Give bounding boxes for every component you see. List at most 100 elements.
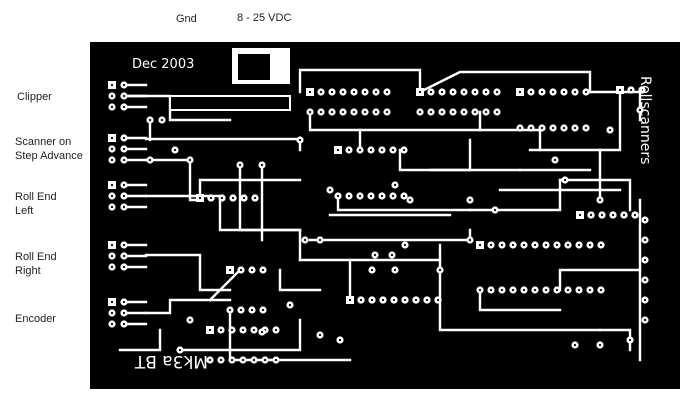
pad-hole xyxy=(566,243,570,247)
pad-hole xyxy=(436,298,440,302)
pad-hole xyxy=(588,243,592,247)
pad-hole xyxy=(551,90,555,94)
pad-hole xyxy=(468,198,472,202)
pad-hole xyxy=(122,158,126,162)
pad-hole xyxy=(347,148,351,152)
pad-hole xyxy=(238,163,242,167)
pad-hole xyxy=(341,110,345,114)
pad-hole xyxy=(408,198,412,202)
pad-hole xyxy=(438,268,442,272)
trace xyxy=(238,163,302,262)
pad-hole xyxy=(643,318,647,322)
pad-hole xyxy=(363,90,367,94)
pad-hole xyxy=(220,196,224,200)
pad-hole xyxy=(588,288,592,292)
pad-hole xyxy=(160,118,164,122)
pad-hole xyxy=(618,88,622,92)
pad-hole xyxy=(451,90,455,94)
trace xyxy=(398,148,522,172)
pad-hole xyxy=(241,358,245,362)
trace xyxy=(418,70,592,94)
pad-hole xyxy=(562,90,566,94)
trace xyxy=(558,268,642,292)
board-brand-text: Rollscanners xyxy=(637,76,653,164)
pad-hole xyxy=(573,90,577,94)
pad-hole xyxy=(263,358,267,362)
pad-hole xyxy=(393,268,397,272)
pad-hole xyxy=(336,194,340,198)
pad-hole xyxy=(110,300,114,304)
pad-hole xyxy=(230,328,234,332)
pad-hole xyxy=(633,213,637,217)
pad-hole xyxy=(566,288,570,292)
pad-hole xyxy=(643,258,647,262)
pad-hole xyxy=(478,288,482,292)
pad-hole xyxy=(440,110,444,114)
pad-hole xyxy=(540,126,544,130)
pad-hole xyxy=(178,348,182,352)
pad-hole xyxy=(643,298,647,302)
pad-hole xyxy=(219,328,223,332)
pad-hole xyxy=(643,218,647,222)
trace xyxy=(298,68,422,94)
pad-hole xyxy=(489,288,493,292)
pad-hole xyxy=(188,318,192,322)
pad-hole xyxy=(303,238,307,242)
pad-hole xyxy=(370,298,374,302)
pad-hole xyxy=(518,126,522,130)
trace xyxy=(558,178,632,212)
pad-hole xyxy=(347,194,351,198)
pad-hole xyxy=(402,194,406,198)
pad-hole xyxy=(529,90,533,94)
pad-hole xyxy=(478,243,482,247)
pad-hole xyxy=(391,194,395,198)
pad-hole xyxy=(540,90,544,94)
pad-hole xyxy=(484,90,488,94)
pad-hole xyxy=(219,358,223,362)
pad-hole xyxy=(578,213,582,217)
pad-hole xyxy=(390,253,394,257)
pad-hole xyxy=(544,288,548,292)
trace xyxy=(198,178,302,200)
pad-hole xyxy=(358,148,362,152)
trace xyxy=(598,88,622,152)
pad-hole xyxy=(330,110,334,114)
pad-hole xyxy=(573,126,577,130)
pad-hole xyxy=(288,303,292,307)
pad-hole xyxy=(551,126,555,130)
pad-hole xyxy=(429,110,433,114)
pad-hole xyxy=(544,243,548,247)
roll-end-right-label-line1: Roll End xyxy=(15,251,57,263)
trace xyxy=(208,268,242,302)
board-model-text: Mk3a BT xyxy=(134,351,208,371)
pad-hole xyxy=(529,126,533,130)
pad-hole xyxy=(573,343,577,347)
pad-hole xyxy=(363,110,367,114)
pad-hole xyxy=(402,148,406,152)
pad-hole xyxy=(643,278,647,282)
pad-hole xyxy=(338,338,342,342)
clipper-label: Clipper xyxy=(17,91,52,103)
pad-hole xyxy=(208,358,212,362)
pad-hole xyxy=(110,311,114,315)
pad-hole xyxy=(230,358,234,362)
pad-hole xyxy=(122,147,126,151)
pad-hole xyxy=(370,268,374,272)
pad-hole xyxy=(242,196,246,200)
trace xyxy=(178,318,302,352)
pad-hole xyxy=(555,288,559,292)
pad-hole xyxy=(489,243,493,247)
pad-hole xyxy=(414,298,418,302)
pad-hole xyxy=(252,328,256,332)
pad-hole xyxy=(348,298,352,302)
pad-hole xyxy=(473,90,477,94)
roll-end-left-label-line2: Left xyxy=(15,205,34,217)
pad-hole xyxy=(122,254,126,258)
pad-hole xyxy=(148,118,152,122)
pad-hole xyxy=(261,308,265,312)
pad-hole xyxy=(252,358,256,362)
pad-hole xyxy=(608,128,612,132)
pad-hole xyxy=(122,105,126,109)
pad-hole xyxy=(380,194,384,198)
pad-hole xyxy=(328,188,332,192)
